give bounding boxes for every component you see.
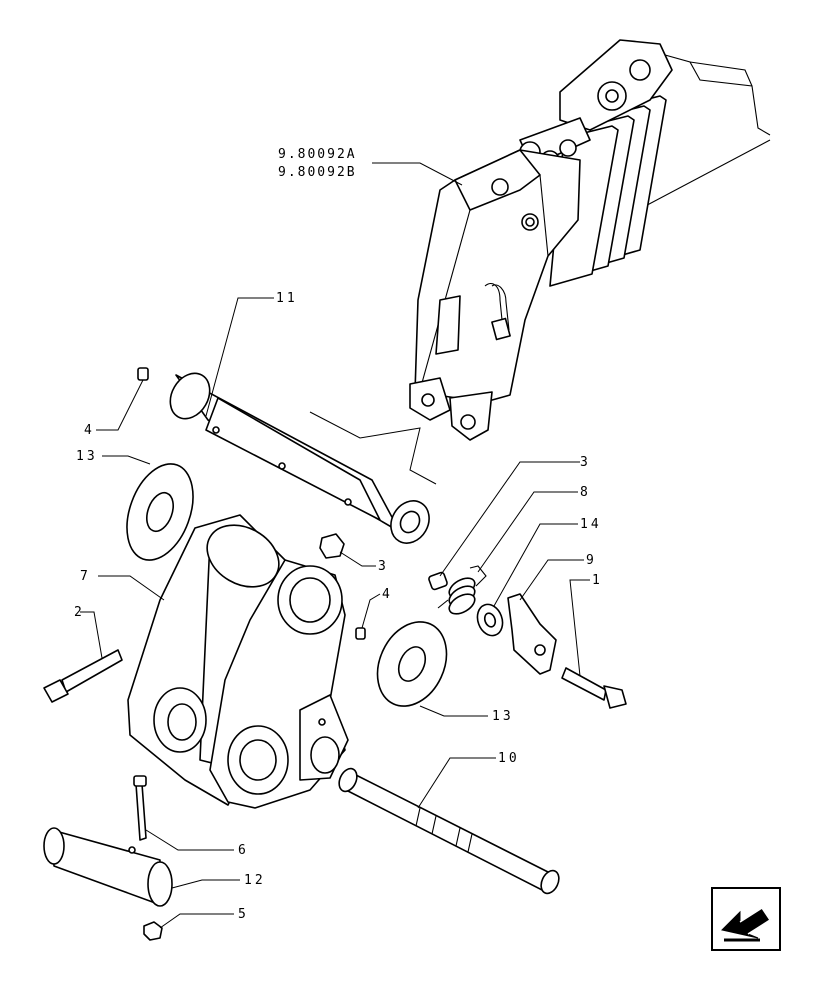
part-13-washer-a bbox=[102, 455, 194, 561]
callout-7: 7 bbox=[80, 569, 91, 584]
callout-3-b: 3 bbox=[580, 455, 591, 470]
part-11-pivot-shaft bbox=[169, 372, 430, 544]
callout-1: 1 bbox=[592, 573, 603, 588]
part-12-pin bbox=[43, 827, 240, 907]
callout-5: 5 bbox=[238, 907, 249, 922]
boom-arm-assembly bbox=[409, 39, 771, 441]
part-6-roll-pin bbox=[133, 775, 234, 851]
part-4-grease-fitting-b bbox=[355, 593, 381, 640]
part-2-bolt bbox=[43, 611, 123, 703]
callout-11: 11 bbox=[276, 291, 298, 306]
callout-3-a: 3 bbox=[378, 559, 389, 574]
callout-4-b: 4 bbox=[382, 587, 393, 602]
callout-6: 6 bbox=[238, 843, 249, 858]
callout-14: 14 bbox=[580, 517, 602, 532]
part-5-nut bbox=[143, 913, 234, 941]
callout-12: 12 bbox=[244, 873, 266, 888]
part-8-torsion-spring bbox=[437, 491, 578, 615]
part-3-bushing-b bbox=[428, 461, 580, 591]
part-13-washer-b bbox=[376, 621, 488, 717]
ref-code-a: 9.80092A bbox=[278, 147, 357, 162]
part-4-grease-fitting-a bbox=[96, 367, 149, 431]
part-7-link-bracket bbox=[127, 514, 349, 809]
part-1-bolt bbox=[561, 579, 627, 709]
callout-13-a: 13 bbox=[76, 449, 98, 464]
callout-9: 9 bbox=[586, 553, 597, 568]
callout-8: 8 bbox=[580, 485, 591, 500]
part-10-pin bbox=[338, 757, 560, 895]
back-arrow-icon[interactable] bbox=[711, 887, 781, 951]
callout-4-a: 4 bbox=[84, 423, 95, 438]
part-3-nut-a bbox=[319, 533, 376, 567]
callout-labels: 11 4 13 3 3 8 14 9 1 4 7 2 13 10 6 12 5 bbox=[74, 291, 603, 922]
callout-13-b: 13 bbox=[492, 709, 514, 724]
callout-10: 10 bbox=[498, 751, 520, 766]
part-14-roller bbox=[476, 523, 578, 637]
part-9-lever-plate bbox=[507, 559, 584, 675]
callout-2: 2 bbox=[74, 605, 85, 620]
ref-code-b: 9.80092B bbox=[278, 165, 357, 180]
